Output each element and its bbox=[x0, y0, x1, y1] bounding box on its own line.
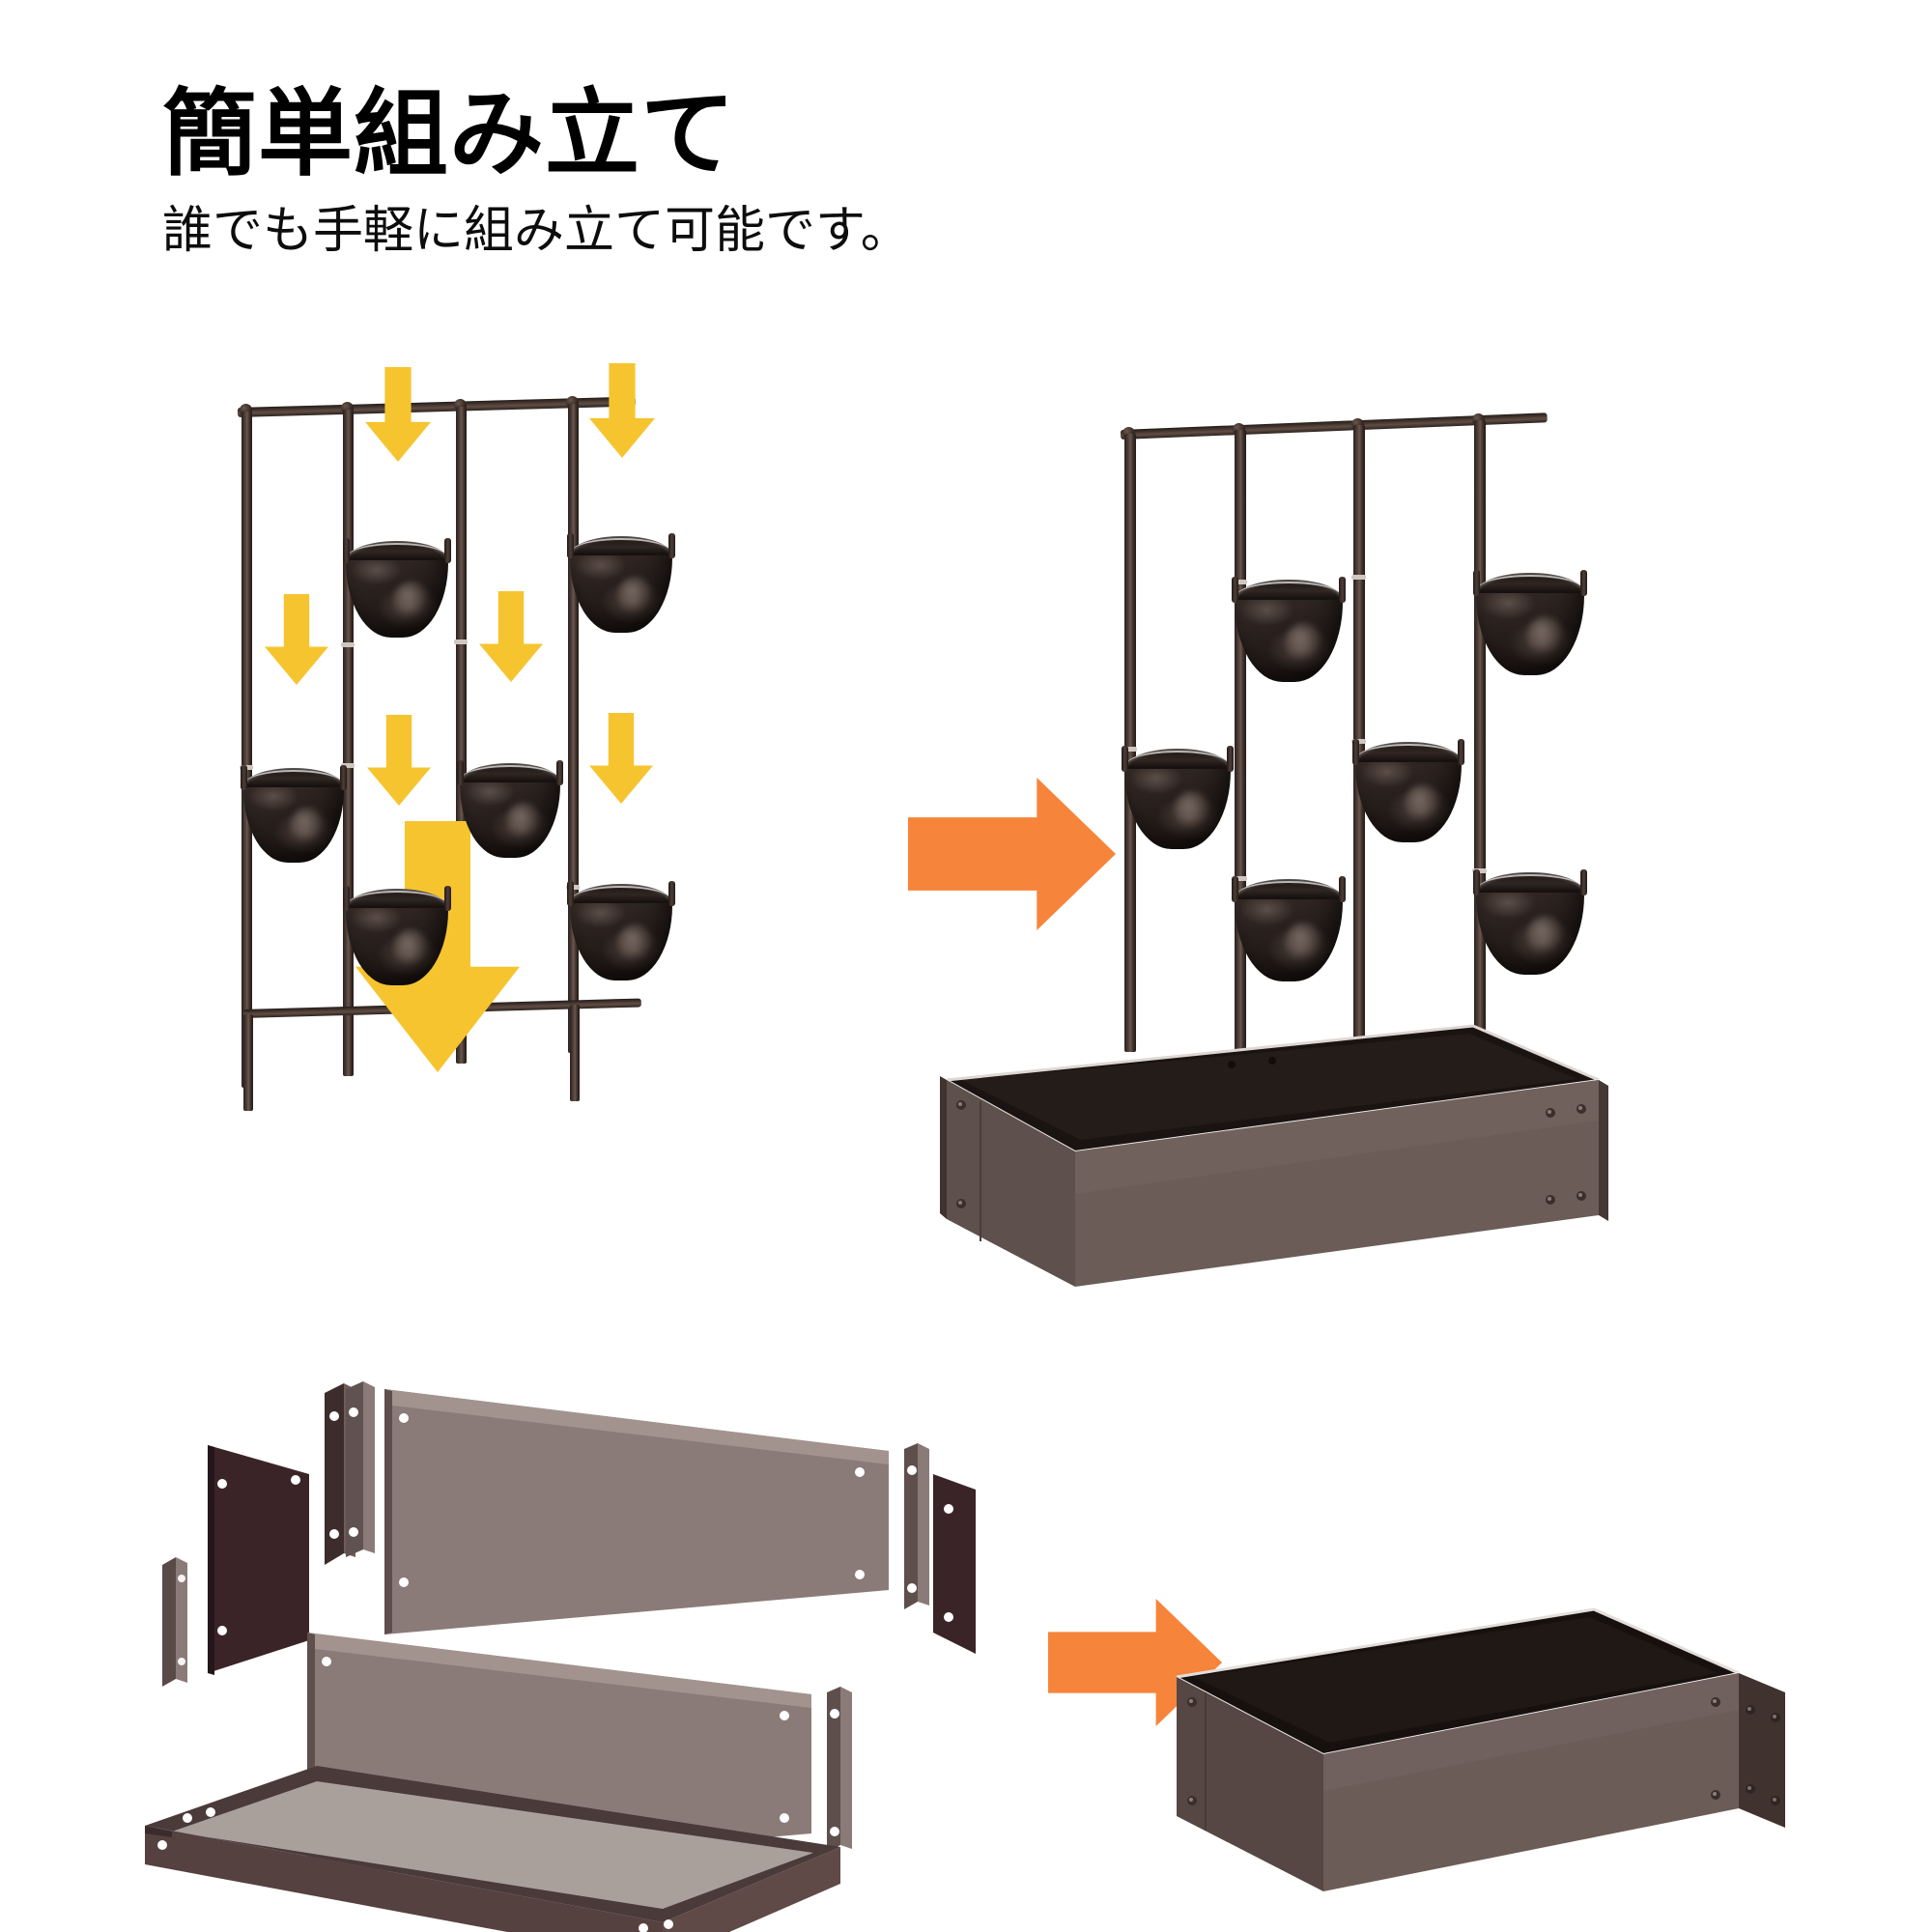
pot-rim-highlight bbox=[1478, 874, 1582, 889]
pot-rim-highlight bbox=[572, 886, 670, 899]
planter-box-assembled bbox=[1176, 1607, 1785, 1891]
pot-highlight bbox=[1173, 790, 1212, 830]
pot-rim-highlight bbox=[1126, 751, 1229, 764]
yellow-arrow-down-icon bbox=[367, 715, 431, 806]
page-title: 簡単組み立て bbox=[162, 79, 737, 189]
yellow-arrow-down-icon bbox=[265, 594, 328, 685]
pot-hook-right bbox=[1227, 745, 1234, 772]
yellow-arrow-down-icon bbox=[589, 363, 655, 458]
pot-hook-left bbox=[457, 760, 464, 785]
pot-highlight bbox=[289, 808, 327, 844]
pot-hook-right bbox=[1339, 875, 1346, 903]
pot-hook-right bbox=[1458, 738, 1464, 765]
pot-highlight bbox=[1284, 922, 1323, 961]
trellis-foot bbox=[570, 1005, 580, 1101]
pot-hook-right bbox=[1580, 868, 1587, 896]
pot-hook-right bbox=[556, 760, 563, 785]
pot-clip bbox=[1233, 876, 1247, 881]
pot-hook-right bbox=[1339, 576, 1346, 604]
pot-rim-highlight bbox=[572, 538, 670, 552]
pot-hook-left bbox=[567, 533, 574, 558]
pot-highlight bbox=[392, 929, 430, 966]
trellis-post bbox=[568, 404, 579, 1053]
hanging-pot bbox=[241, 765, 347, 863]
pot-highlight bbox=[1525, 615, 1565, 655]
pot-hook-right bbox=[668, 881, 675, 906]
pot-hook-left bbox=[241, 765, 247, 790]
pot-hook-right bbox=[668, 533, 675, 558]
trellis-post bbox=[456, 407, 467, 1064]
pot-clip bbox=[1122, 747, 1137, 752]
yellow-arrow-down-icon bbox=[589, 713, 653, 804]
pot-hook-right bbox=[444, 886, 451, 911]
pot-highlight bbox=[1284, 622, 1323, 662]
hanging-pot bbox=[1232, 576, 1346, 682]
pot-highlight bbox=[616, 577, 654, 613]
pot-hook-left bbox=[343, 538, 350, 563]
pot-hook-right bbox=[444, 538, 451, 563]
hanging-pot bbox=[1232, 875, 1346, 981]
hanging-pot bbox=[343, 538, 451, 638]
hanging-pot bbox=[1352, 738, 1464, 842]
pot-hook-left bbox=[1473, 868, 1480, 896]
pot-highlight bbox=[505, 803, 543, 839]
pot-rim-highlight bbox=[462, 764, 558, 779]
pot-highlight bbox=[1404, 783, 1443, 823]
pot-rim-highlight bbox=[245, 769, 342, 783]
pot-hook-left bbox=[1122, 745, 1128, 772]
pot-hook-left bbox=[1232, 576, 1238, 604]
hanging-pot bbox=[457, 760, 563, 858]
planter-box-exploded-panels bbox=[145, 1381, 976, 1932]
pot-hook-right bbox=[1580, 569, 1587, 597]
hanging-pot bbox=[567, 881, 675, 980]
trellis-foot bbox=[243, 1014, 253, 1111]
trellis-post bbox=[1124, 434, 1136, 1052]
pot-clip bbox=[341, 642, 355, 647]
pot-rim-highlight bbox=[1357, 744, 1460, 757]
pot-hook-left bbox=[1473, 569, 1480, 597]
pot-highlight bbox=[616, 924, 654, 961]
pot-highlight bbox=[1525, 915, 1565, 954]
pot-clip bbox=[1351, 575, 1366, 580]
hanging-pot bbox=[1122, 745, 1234, 849]
pot-clip bbox=[1233, 580, 1247, 584]
pot-hook-left bbox=[567, 881, 574, 906]
trellis-post bbox=[242, 412, 252, 1088]
pot-rim-highlight bbox=[1236, 881, 1341, 895]
planter-box-attached bbox=[940, 1024, 1608, 1287]
heading-block: 簡単組み立て 誰でも手軽に組み立て可能です。 bbox=[162, 79, 1418, 261]
assembled-planter-illustration bbox=[940, 411, 1768, 1309]
trellis-post bbox=[1353, 425, 1365, 1065]
pot-highlight bbox=[392, 582, 430, 618]
hanging-pot bbox=[1473, 569, 1587, 675]
page-subtitle: 誰でも手軽に組み立て可能です。 bbox=[162, 201, 911, 260]
pot-rim-highlight bbox=[1236, 582, 1341, 596]
pot-clip bbox=[454, 639, 468, 644]
disassembled-trellis-illustration bbox=[222, 363, 802, 1256]
pot-hook-right bbox=[340, 765, 347, 790]
orange-arrow-right-icon bbox=[908, 778, 1116, 930]
pot-rim-highlight bbox=[348, 543, 446, 556]
pot-hook-left bbox=[1352, 738, 1359, 765]
hanging-pot bbox=[567, 533, 675, 633]
trellis-post bbox=[343, 410, 354, 1076]
pot-rim-highlight bbox=[348, 891, 446, 904]
pot-clip bbox=[341, 763, 355, 768]
hanging-pot bbox=[1473, 868, 1587, 975]
yellow-arrow-down-icon bbox=[479, 591, 543, 682]
pot-hook-left bbox=[343, 886, 350, 911]
pot-rim-highlight bbox=[1478, 575, 1582, 589]
pot-hook-left bbox=[1232, 875, 1238, 903]
yellow-arrow-down-icon bbox=[365, 367, 431, 462]
